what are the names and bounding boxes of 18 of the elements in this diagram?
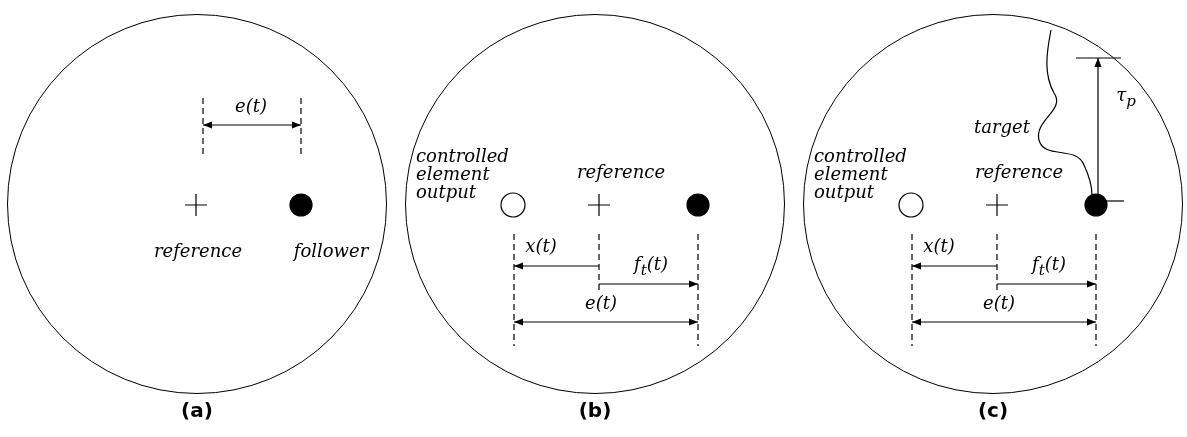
panel-caption: (a) [181, 398, 213, 422]
reference-label: reference [576, 163, 666, 181]
variable-label: τ$_{p}$ [1116, 86, 1136, 110]
reference-label: reference [153, 242, 243, 260]
variable-label: e(t) [983, 294, 1015, 312]
target-label: target [974, 118, 1030, 136]
variable-label: e(t) [235, 97, 267, 115]
variable-label: f$_{t}$(t) [1032, 255, 1066, 279]
variable-label: e(t) [585, 294, 617, 312]
element-label: controlled element output [814, 147, 908, 201]
variable-label: x(t) [923, 237, 955, 255]
variable-label: x(t) [525, 237, 557, 255]
panel-caption: (b) [578, 398, 612, 422]
variable-label: f$_{t}$(t) [634, 255, 668, 279]
reference-label: reference [974, 163, 1064, 181]
follower-label: follower [293, 242, 369, 260]
element-label: controlled element output [416, 147, 510, 201]
panel-caption: (c) [977, 398, 1009, 422]
